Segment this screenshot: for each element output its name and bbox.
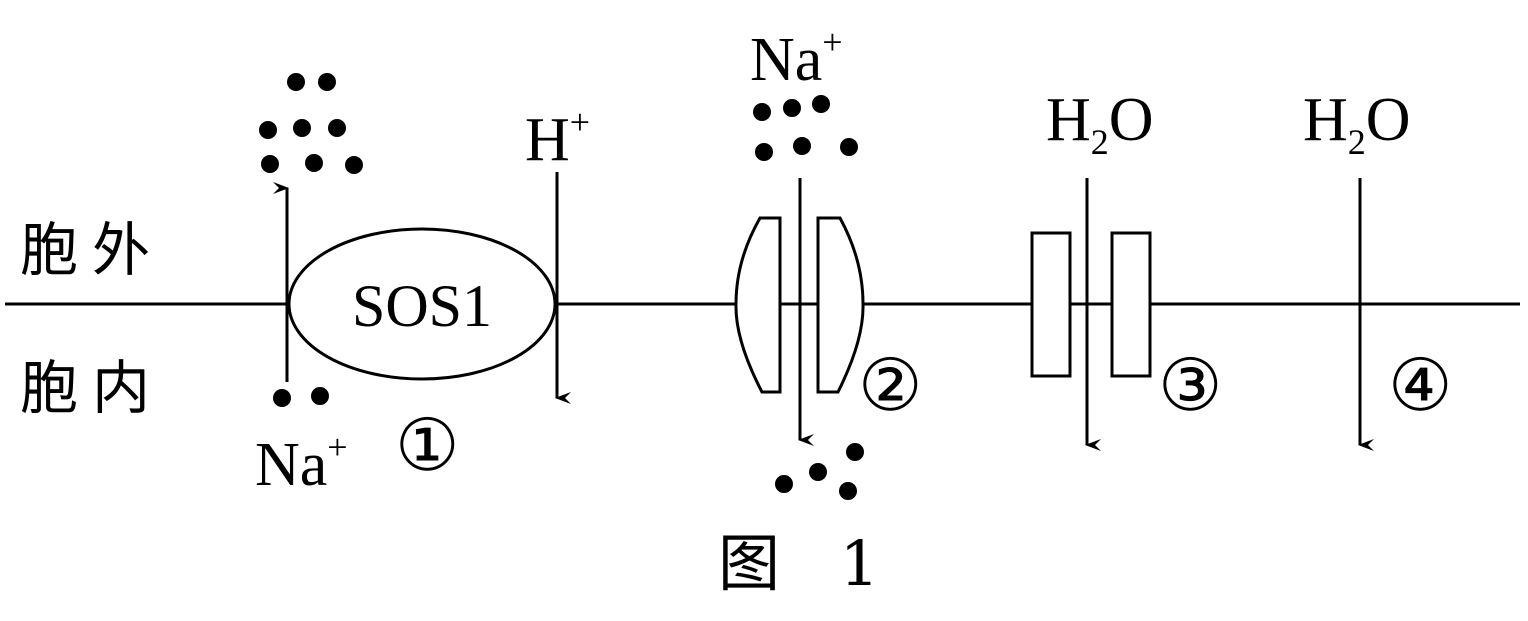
na-label-1: Na+ bbox=[255, 427, 348, 499]
sos1-label: SOS1 bbox=[352, 273, 492, 339]
aquaporin-right bbox=[1110, 231, 1152, 378]
marker-3: ③ bbox=[1158, 346, 1223, 426]
na-label-2: Na+ bbox=[750, 22, 843, 94]
sos1-transporter bbox=[287, 227, 557, 381]
figure-caption: 图 1 bbox=[718, 527, 899, 600]
channel-2-left-half bbox=[734, 216, 782, 394]
na-dots-inside-1 bbox=[273, 387, 329, 407]
inside-label: 胞内 bbox=[20, 354, 164, 422]
marker-4: ④ bbox=[1388, 346, 1453, 426]
outside-label: 胞外 bbox=[20, 216, 164, 284]
na-dots-outside-2 bbox=[753, 95, 858, 161]
aquaporin-left bbox=[1030, 231, 1072, 378]
h2o-label-4: H2O bbox=[1303, 86, 1411, 162]
channel-2-right-half bbox=[816, 216, 865, 394]
h-label: H+ bbox=[525, 102, 590, 174]
na-dots-inside-2 bbox=[775, 443, 864, 500]
marker-1: ① bbox=[395, 406, 460, 486]
h2o-label-3: H2O bbox=[1046, 86, 1154, 162]
marker-2: ② bbox=[858, 346, 923, 426]
na-dots-outside-1 bbox=[259, 73, 363, 174]
